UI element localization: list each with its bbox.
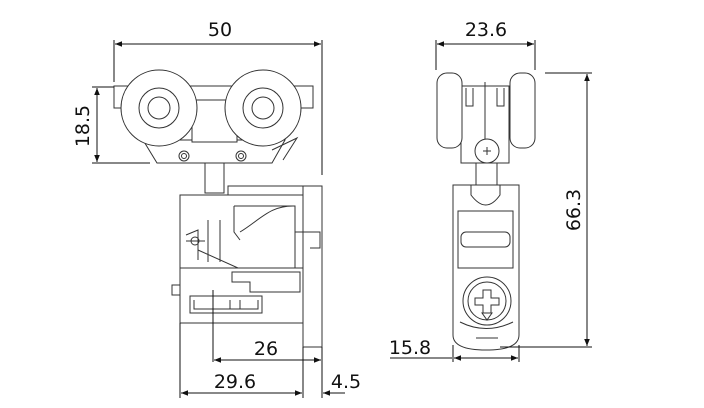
dim-66-3: 66.3	[563, 189, 585, 231]
stem	[204, 162, 225, 194]
dim-18-5: 18.5	[72, 105, 94, 147]
front-dimensions: 23.6 66.3 15.8	[389, 19, 592, 362]
dim-50: 50	[208, 19, 232, 41]
front-left-wheel	[436, 72, 463, 149]
side-dimensions: 50 18.5 26 29.6 4.5	[72, 19, 361, 398]
dim-26: 26	[254, 338, 278, 360]
height-adjust-dial	[462, 276, 512, 326]
mounting-plate	[302, 185, 323, 348]
front-stem	[475, 162, 498, 186]
right-wheel	[224, 69, 302, 147]
bracket-body	[179, 194, 304, 324]
front-view	[436, 72, 536, 351]
side-view	[113, 69, 323, 348]
left-wheel	[120, 69, 198, 147]
dim-23-6: 23.6	[465, 19, 507, 41]
dim-15-8: 15.8	[389, 337, 431, 359]
dim-4-5: 4.5	[331, 371, 361, 393]
front-right-wheel	[509, 72, 536, 149]
dim-29-6: 29.6	[214, 371, 256, 393]
wheel-carrier	[142, 139, 286, 164]
